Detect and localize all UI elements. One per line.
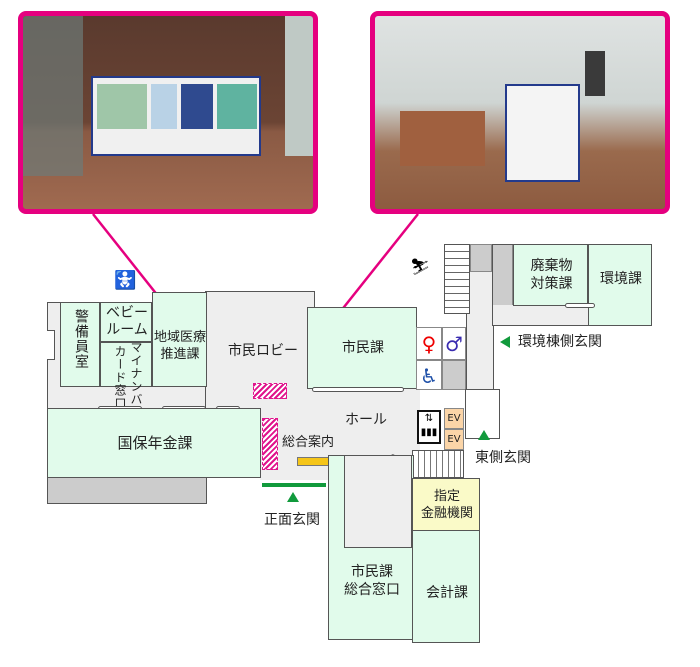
photo-lobby-board [370,11,670,214]
label-security: 警備員室 [73,309,89,369]
label-mynumber-1: マイナンバー [129,341,143,419]
label-environment: 環境課 [600,271,642,287]
room-baby: ベビー ルーム [100,302,152,342]
restroom-men: ♂ [442,327,466,360]
info-kiosk [505,84,580,182]
label-entrance-east: 東側玄関 [475,450,531,466]
label-citizen-section: 市民課 [342,340,384,356]
monitor [585,51,605,96]
stairs-north [444,244,470,314]
glass-door [23,16,83,176]
info-board-stand [91,76,261,156]
room-citizen-section: 市民課 [307,307,417,389]
pamphlet-stand-lobby [253,383,287,399]
elevator-icon: ⇅▮▮▮ [417,410,441,444]
pamphlet-stand-entrance [262,418,278,470]
label-entrance-env: 環境棟側玄関 [518,334,602,350]
env-wing-storage [493,245,513,305]
label-citizen-counter-1: 市民課 [351,564,393,580]
room-accounting: 会計課 [412,530,480,643]
window-waste [565,303,595,308]
label-hall: ホール [345,412,387,428]
label-citizen-counter-2: 総合窓口 [344,582,400,598]
label-general-info: 総合案内 [282,435,335,450]
label-waste-1: 廃棄物 [530,258,573,274]
label-mynumber-2: カード窓口 [113,345,127,410]
label-waste-2: 対策課 [530,276,573,292]
label-citizen-lobby: 市民ロビー [228,343,298,359]
elevator-2: EV [444,429,464,450]
entrance-marker-east [478,430,490,440]
label-bank-1: 指定 [433,489,460,504]
baby-changing-icon: 🚼 [114,270,137,291]
room-waste: 廃棄物 対策課 [513,244,588,306]
label-entrance-main: 正面玄関 [264,512,320,528]
left-stub [47,330,55,360]
restroom-women: ♀ [416,327,442,360]
label-regional-medical-1: 地域医療 [153,330,206,345]
brochure-rack [400,111,485,166]
escalator-icon-north: ⛷ [410,257,431,276]
stairs-south [412,450,464,478]
label-regional-medical-2: 推進課 [160,347,200,362]
main-entrance-mat [262,483,326,487]
entrance-marker-main [287,492,299,502]
room-national-insurance: 国保年金課 [47,408,261,478]
stair-landing-1 [470,244,492,272]
info-desk [297,457,330,466]
label-baby-room-2: ルーム [106,322,148,338]
storage-south [47,478,207,504]
room-mynumber: マイナンバー カード窓口 [100,341,152,419]
room-regional-medical: 地域医療 推進課 [152,292,207,387]
window-citizen [312,387,404,392]
room-security: 警備員室 [60,302,100,387]
entrance-marker-env [500,336,510,348]
label-national-insurance: 国保年金課 [117,434,193,452]
label-baby-room-1: ベビー [106,305,148,321]
label-accounting: 会計課 [426,585,468,601]
restroom-utility [442,360,466,390]
doorway [285,16,313,156]
room-environment: 環境課 [588,244,652,326]
label-bank-2: 金融機関 [420,506,473,521]
elevator-1: EV [444,408,464,429]
room-citizen-counter-lower: 市民課 総合窓口 [328,548,414,640]
accessible-restroom-icon: ♿ [416,360,442,390]
photo-entrance-board [18,11,318,214]
south-corridor-inner [344,455,412,548]
